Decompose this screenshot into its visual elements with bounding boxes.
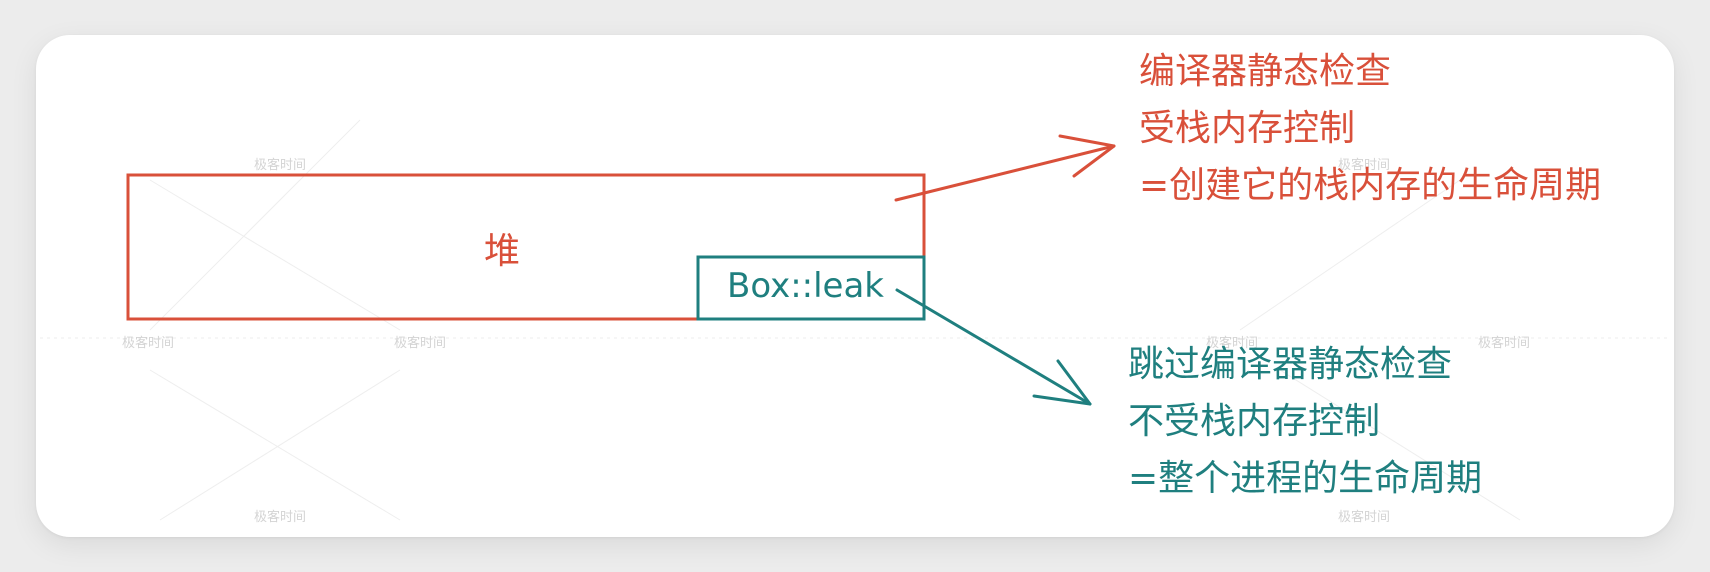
box-leak-label: Box::leak — [727, 266, 885, 306]
watermark-logo: 极客时间 — [1338, 158, 1391, 173]
leak-annotation: 跳过编译器静态检查 不受栈内存控制 =整个进程的生命周期 — [1128, 336, 1482, 507]
stack-annotation-line: 受栈内存控制 — [1139, 108, 1356, 149]
watermark-logo: 极客时间 — [1478, 336, 1531, 351]
watermark-logo: 极客时间 — [254, 510, 307, 525]
watermark-logo: 极客时间 — [254, 158, 307, 173]
watermark-logo: 极客时间 — [122, 336, 175, 351]
box-leak-box — [696, 255, 926, 321]
leak-annotation-line: 跳过编译器静态检查 — [1128, 344, 1453, 385]
watermark-logo: 极客时间 — [394, 336, 447, 351]
leak-annotation-line: 不受栈内存控制 — [1128, 401, 1381, 442]
watermark-logo: 极客时间 — [1338, 510, 1391, 525]
stack-annotation-line: =创建它的栈内存的生命周期 — [1139, 165, 1602, 206]
red-arrow — [894, 134, 1116, 202]
heap-label: 堆 — [484, 231, 521, 272]
watermark-logo: 极客时间 — [1206, 336, 1259, 351]
stack-annotation: 编译器静态检查 受栈内存控制 =创建它的栈内存的生命周期 — [1139, 43, 1601, 214]
leak-annotation-line: =整个进程的生命周期 — [1128, 458, 1483, 499]
stack-annotation-line: 编译器静态检查 — [1139, 51, 1392, 92]
watermark-guides — [40, 119, 1670, 521]
heap-box — [126, 173, 926, 321]
teal-arrow — [895, 288, 1092, 406]
